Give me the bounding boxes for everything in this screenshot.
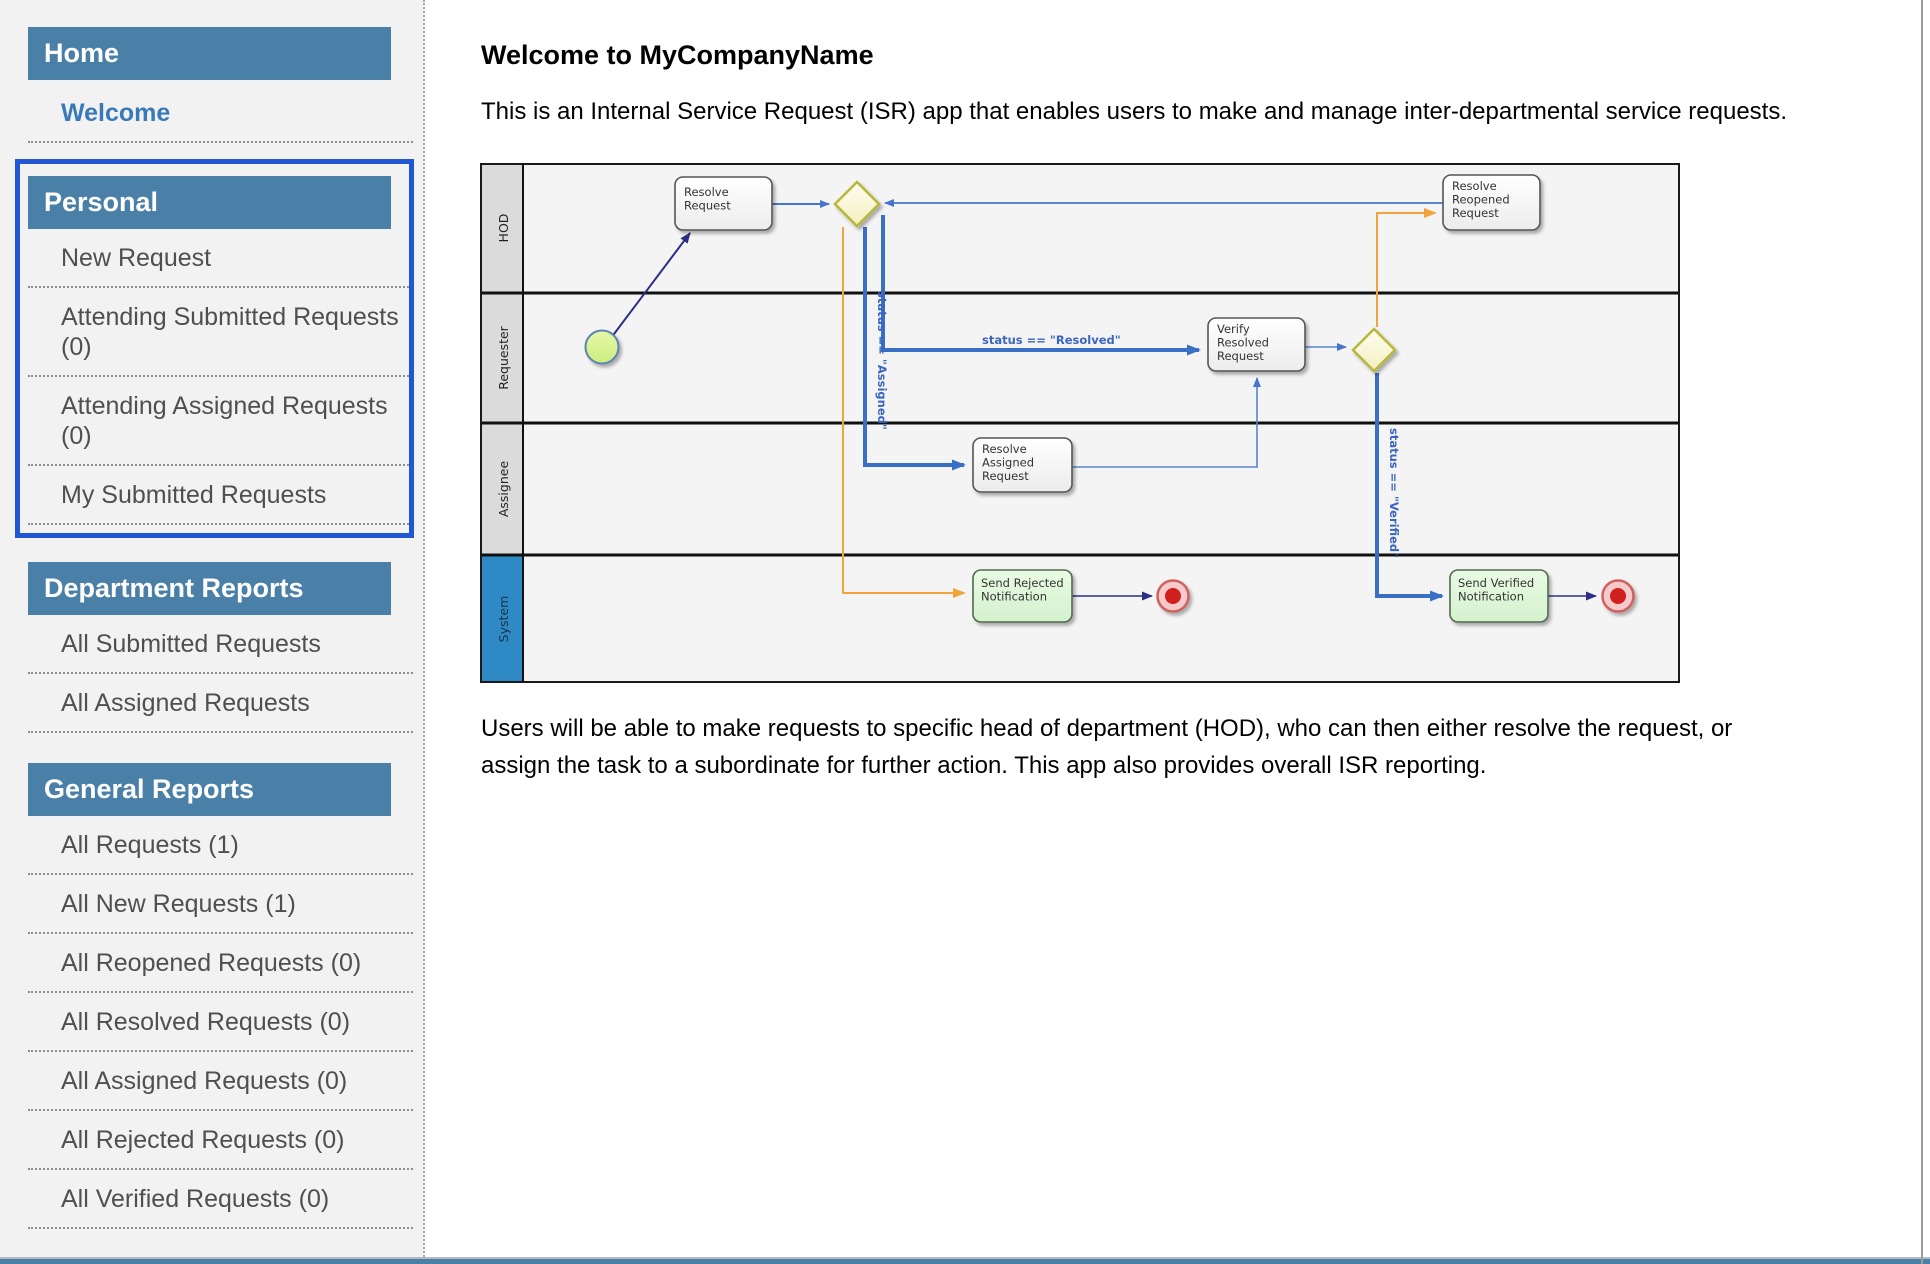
personal-section-highlight: Personal New Request Attending Submitted… [15, 159, 414, 538]
sidebar-item-attending-assigned[interactable]: Attending Assigned Requests (0) [28, 377, 409, 466]
sidebar-item-all-reopened-requests[interactable]: All Reopened Requests (0) [28, 934, 413, 993]
sidebar-item-my-submitted[interactable]: My Submitted Requests [28, 466, 409, 525]
sidebar: Home Welcome Personal New Request Attend… [0, 0, 425, 1264]
bpmn-swimlane-svg: HOD Requester Assignee System status == … [480, 163, 1680, 683]
sidebar-item-new-request[interactable]: New Request [28, 229, 409, 288]
svg-text:Verify Resolved Re: Verify Resolved Request [1217, 322, 1273, 363]
lane-label-assignee: Assignee [496, 461, 511, 518]
gateway-requester-decision [1351, 327, 1397, 373]
svg-text:Resolve Assigned R: Resolve Assigned Request [982, 442, 1038, 483]
svg-text:Resolve Reopened R: Resolve Reopened Request [1452, 179, 1513, 220]
system-lane-label-cell [482, 556, 523, 681]
task-resolve-request: Resolve Request [674, 176, 773, 231]
sidebar-item-attending-submitted[interactable]: Attending Submitted Requests (0) [28, 288, 409, 377]
lane-label-requester: Requester [496, 325, 511, 389]
outro-line-2: assign the task to a subordinate for fur… [481, 752, 1487, 779]
svg-text:Send Rejected Notificati: Send Rejected Notification [981, 576, 1067, 604]
svg-text:Resolve Request: Resolve Request [684, 185, 732, 213]
start-event [584, 329, 620, 365]
condition-label-verified: status == "Verified" [1387, 428, 1401, 558]
sidebar-item-all-assigned[interactable]: All Assigned Requests [28, 674, 413, 733]
intro-paragraph: This is an Internal Service Request (ISR… [481, 98, 1787, 125]
sidebar-header-personal: Personal [28, 176, 391, 229]
flow-start-to-resolve-request [610, 232, 691, 339]
isr-workflow-diagram: HOD Requester Assignee System status == … [480, 163, 1680, 688]
sidebar-item-welcome[interactable]: Welcome [28, 84, 413, 143]
page-title: Welcome to MyCompanyName [481, 40, 874, 70]
task-send-verified-notification: Send Verified Notification [1449, 569, 1549, 623]
condition-label-resolved: status == "Resolved" [982, 333, 1121, 347]
gateway-hod-decision [833, 180, 881, 228]
flow-reopened-branch [1376, 208, 1437, 327]
task-resolve-reopened-request: Resolve Reopened Request [1442, 174, 1541, 231]
outro-paragraph: Users will be able to make requests to s… [481, 710, 1732, 784]
lane-label-hod: HOD [496, 214, 511, 243]
flow-assigned-branch [863, 227, 966, 471]
sidebar-item-all-submitted[interactable]: All Submitted Requests [28, 615, 413, 674]
partial-section-header-bottom [0, 1257, 1930, 1264]
sidebar-item-all-assigned-requests[interactable]: All Assigned Requests (0) [28, 1052, 413, 1111]
sidebar-header-home: Home [28, 27, 391, 80]
flow-resolved-branch [881, 215, 1201, 356]
end-event-verified [1601, 579, 1635, 613]
sidebar-item-all-new-requests[interactable]: All New Requests (1) [28, 875, 413, 934]
flow-rejected-branch [842, 227, 966, 598]
sidebar-header-general-reports: General Reports [28, 763, 391, 816]
svg-text:Send Verified Notificati: Send Verified Notification [1458, 576, 1538, 604]
sidebar-item-all-resolved-requests[interactable]: All Resolved Requests (0) [28, 993, 413, 1052]
sidebar-header-department-reports: Department Reports [28, 562, 391, 615]
sidebar-item-all-verified-requests[interactable]: All Verified Requests (0) [28, 1170, 413, 1229]
task-resolve-assigned-request: Resolve Assigned Request [972, 437, 1073, 493]
flow-assigned-to-verify [1072, 377, 1261, 468]
window-right-border [1921, 0, 1923, 1264]
task-send-rejected-notification: Send Rejected Notification [972, 569, 1073, 623]
flow-verified-branch [1375, 373, 1444, 602]
lane-label-system: System [496, 596, 511, 643]
sidebar-item-all-rejected-requests[interactable]: All Rejected Requests (0) [28, 1111, 413, 1170]
sidebar-item-all-requests[interactable]: All Requests (1) [28, 816, 413, 875]
condition-label-assigned: status == "Assigned" [875, 291, 889, 430]
end-event-rejected [1156, 579, 1190, 613]
outro-line-1: Users will be able to make requests to s… [481, 715, 1733, 742]
task-verify-resolved-request: Verify Resolved Request [1207, 317, 1306, 372]
